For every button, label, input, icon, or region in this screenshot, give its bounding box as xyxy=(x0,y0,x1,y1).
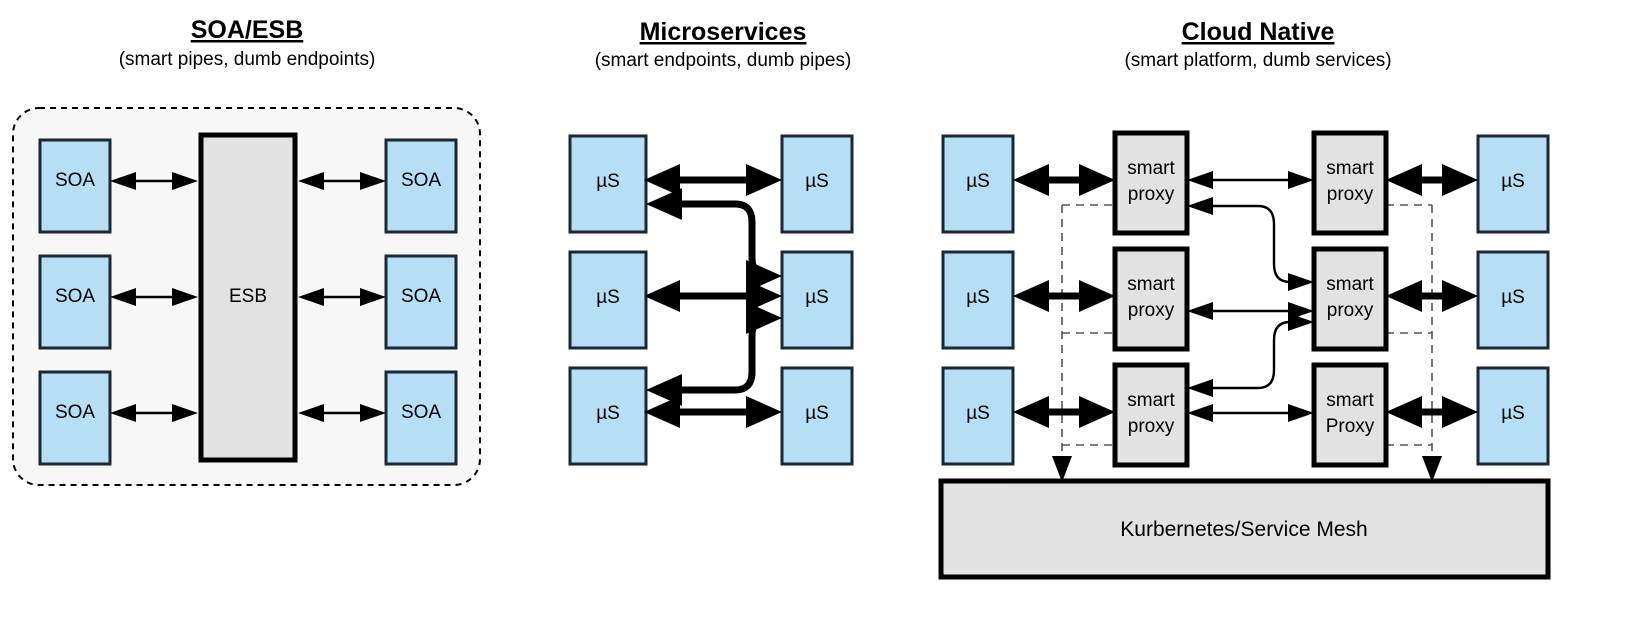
ms-left-service-2[interactable]: µS xyxy=(568,250,648,350)
cn-right-service-2[interactable]: µS xyxy=(1476,250,1550,350)
cn-arrow-right-2 xyxy=(1386,280,1478,312)
ms-left-service-1[interactable]: µS xyxy=(568,134,648,234)
cn-right-proxy-2-label-line2: proxy xyxy=(1327,300,1374,321)
soa-right-service-2-label: SOA xyxy=(401,286,441,307)
cn-right-service-1[interactable]: µS xyxy=(1476,134,1550,234)
cn-left-proxy-1-label-line2: proxy xyxy=(1128,184,1175,205)
soa-right-service-1[interactable]: SOA xyxy=(384,138,458,234)
cn-right-service-3-label: µS xyxy=(1501,403,1525,424)
soa-left-service-1-label: SOA xyxy=(55,170,95,191)
cn-right-proxy-2-label-line1: smart xyxy=(1326,274,1374,295)
cn-left-service-3[interactable]: µS xyxy=(941,366,1015,466)
cn-right-proxy-1[interactable]: smart proxy xyxy=(1311,130,1389,236)
soa-left-service-1[interactable]: SOA xyxy=(38,138,112,234)
cn-left-proxy-2-label-line1: smart xyxy=(1127,274,1175,295)
soa-arrow-right-2 xyxy=(298,288,386,306)
cn-arrow-right-1 xyxy=(1386,164,1478,196)
soa-arrow-left-1 xyxy=(110,172,198,190)
cn-left-proxy-1[interactable]: smart proxy xyxy=(1112,130,1190,236)
soa-arrow-left-2 xyxy=(110,288,198,306)
cn-right-service-1-label: µS xyxy=(1501,171,1525,192)
cn-left-proxy-3-label-line1: smart xyxy=(1127,390,1175,411)
cn-right-proxy-1-label-line1: smart xyxy=(1326,158,1374,179)
ms-curve-row1-to-row2 xyxy=(646,188,782,292)
column-microservices: Microservices (smart endpoints, dumb pip… xyxy=(568,18,854,466)
ms-left-service-3[interactable]: µS xyxy=(568,366,648,466)
cn-left-service-1[interactable]: µS xyxy=(941,134,1015,234)
ms-left-service-3-label: µS xyxy=(596,403,620,424)
soa-right-service-1-label: SOA xyxy=(401,170,441,191)
esb-hub-label: ESB xyxy=(229,286,267,307)
cn-left-proxy-3-label-line2: proxy xyxy=(1128,416,1175,437)
soa-right-service-3-label: SOA xyxy=(401,402,441,423)
cn-arrow-left-2 xyxy=(1013,280,1115,312)
ms-left-service-1-label: µS xyxy=(596,171,620,192)
column-soa: SOA/ESB (smart pipes, dumb endpoints) SO… xyxy=(12,16,481,486)
column-subtitle-soa: (smart pipes, dumb endpoints) xyxy=(119,49,376,70)
ms-right-service-2-label: µS xyxy=(805,287,829,308)
platform-mesh-bar[interactable]: Kurbernetes/Service Mesh xyxy=(938,478,1551,580)
cn-right-proxy-3-label-line2: Proxy xyxy=(1326,416,1375,437)
esb-hub[interactable]: ESB xyxy=(198,132,298,463)
soa-right-service-2[interactable]: SOA xyxy=(384,254,458,350)
soa-right-service-3[interactable]: SOA xyxy=(384,370,458,466)
soa-left-service-2[interactable]: SOA xyxy=(38,254,112,350)
cn-proxy-curve-row3-row2 xyxy=(1187,313,1314,397)
cn-arrow-right-3 xyxy=(1386,396,1478,428)
cn-right-proxy-1-label-line2: proxy xyxy=(1327,184,1374,205)
cn-left-service-2-label: µS xyxy=(966,287,990,308)
soa-arrow-left-3 xyxy=(110,404,198,422)
cn-right-service-2-label: µS xyxy=(1501,287,1525,308)
soa-left-service-3-label: SOA xyxy=(55,402,95,423)
ms-right-service-2[interactable]: µS xyxy=(780,250,854,350)
ms-left-service-2-label: µS xyxy=(596,287,620,308)
cn-arrow-left-3 xyxy=(1013,396,1115,428)
cn-left-proxy-2[interactable]: smart proxy xyxy=(1112,246,1190,352)
cn-left-service-2[interactable]: µS xyxy=(941,250,1015,350)
cn-right-proxy-3[interactable]: smart Proxy xyxy=(1311,362,1389,468)
service-mesh-dashed-network xyxy=(1052,204,1442,482)
soa-left-service-2-label: SOA xyxy=(55,286,95,307)
ms-right-service-3-label: µS xyxy=(805,403,829,424)
cn-left-service-3-label: µS xyxy=(966,403,990,424)
cn-proxy-curve-row1-row2 xyxy=(1187,197,1314,291)
column-title-microservices: Microservices xyxy=(640,18,807,46)
soa-arrow-right-3 xyxy=(298,404,386,422)
cn-left-proxy-1-label-line1: smart xyxy=(1127,158,1175,179)
cn-proxy-link-row-1 xyxy=(1187,171,1314,189)
cn-right-proxy-2[interactable]: smart proxy xyxy=(1311,246,1389,352)
column-subtitle-cloud-native: (smart platform, dumb services) xyxy=(1124,50,1391,71)
column-title-cloud-native: Cloud Native xyxy=(1182,18,1335,46)
column-title-soa: SOA/ESB xyxy=(191,16,304,44)
cn-left-proxy-2-label-line2: proxy xyxy=(1128,300,1175,321)
cn-arrow-left-1 xyxy=(1013,164,1115,196)
ms-right-service-1-label: µS xyxy=(805,171,829,192)
ms-arrow-row-3 xyxy=(644,396,782,428)
cn-right-service-3[interactable]: µS xyxy=(1476,366,1550,466)
ms-right-service-1[interactable]: µS xyxy=(780,134,854,234)
ms-arrow-row-1 xyxy=(644,164,782,196)
column-subtitle-microservices: (smart endpoints, dumb pipes) xyxy=(595,50,852,71)
cn-left-service-1-label: µS xyxy=(966,171,990,192)
cn-proxy-link-row-3 xyxy=(1187,404,1314,422)
platform-mesh-label: Kurbernetes/Service Mesh xyxy=(1120,518,1367,541)
column-cloud-native: Cloud Native (smart platform, dumb servi… xyxy=(938,18,1551,580)
soa-arrow-right-1 xyxy=(298,172,386,190)
ms-curve-row3-to-row2 xyxy=(646,302,782,406)
ms-right-service-3[interactable]: µS xyxy=(780,366,854,466)
cn-right-proxy-3-label-line1: smart xyxy=(1326,390,1374,411)
soa-left-service-3[interactable]: SOA xyxy=(38,370,112,466)
cn-left-proxy-3[interactable]: smart proxy xyxy=(1112,362,1190,468)
